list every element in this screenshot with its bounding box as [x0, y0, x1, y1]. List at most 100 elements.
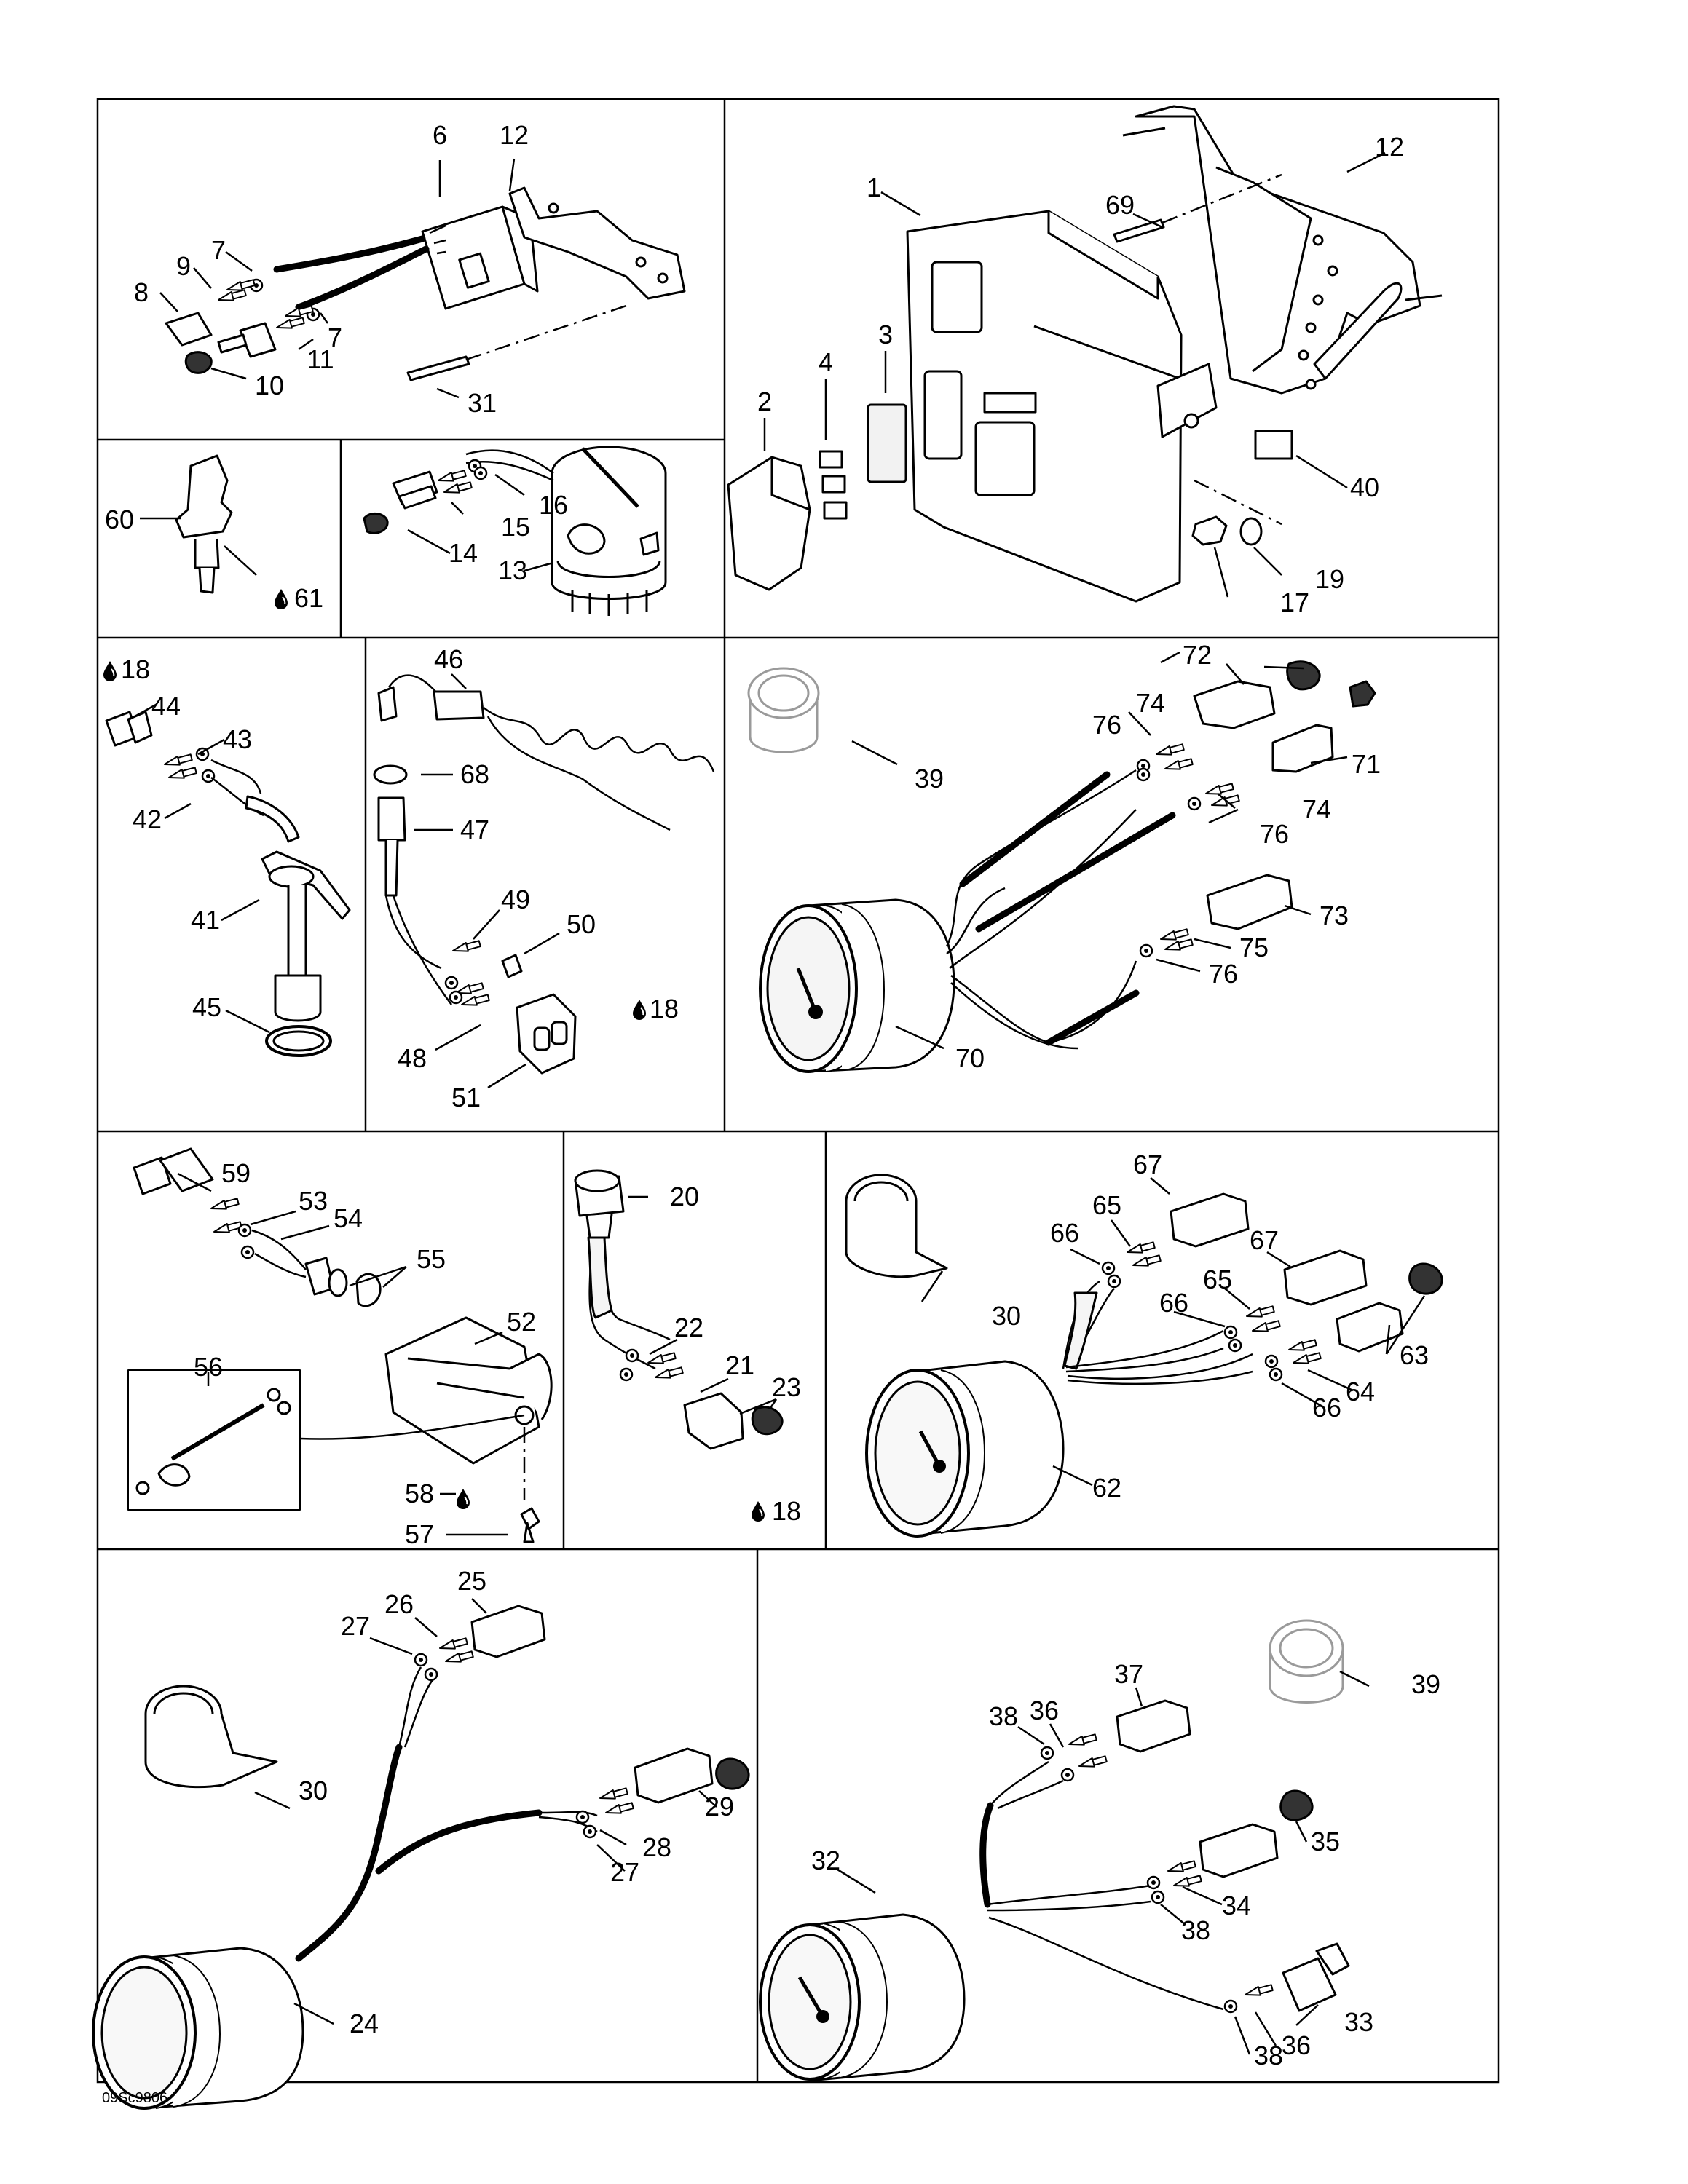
oil-drop-icon	[632, 999, 647, 1021]
callout-label: 7	[328, 323, 342, 352]
callout-label: 57	[405, 1519, 434, 1549]
callout-label: 49	[501, 885, 530, 914]
oil-drop-icon	[751, 1500, 765, 1522]
connector-71-drawing	[1271, 724, 1334, 773]
callout-label: 6	[433, 120, 447, 150]
callout-label: 27	[610, 1857, 639, 1887]
callout-label: 8	[134, 277, 149, 307]
callout-label: 32	[811, 1845, 840, 1875]
callout-label: 51	[451, 1083, 481, 1112]
panel-gauge-62	[845, 1174, 1443, 1538]
callout-label: 76	[1260, 819, 1289, 849]
callout-label: 10	[255, 371, 284, 400]
connector-37-drawing	[1116, 1699, 1191, 1753]
connector-67a-drawing	[1170, 1192, 1250, 1248]
callout-label: 23	[772, 1372, 801, 1402]
callout-label: 28	[642, 1832, 671, 1862]
callout-label: 52	[507, 1307, 536, 1337]
bracket-12-drawing	[508, 186, 686, 300]
callout-labels: 6 12 7 9 8 7 11 10 31 1 69 12 3 4 2 40 1…	[105, 120, 1440, 2070]
callout-label: 4	[819, 347, 833, 377]
callout-label: 66	[1159, 1288, 1188, 1318]
callout-label: 74	[1136, 688, 1165, 718]
oil-drop-icon	[456, 1488, 470, 1510]
callout-label: 46	[434, 644, 463, 674]
panel-gauge-32	[759, 1619, 1370, 2082]
panel-frames	[96, 98, 1500, 2084]
callout-label: 62	[1092, 1473, 1121, 1503]
connector-25-drawing	[470, 1605, 546, 1658]
callout-label: 73	[1320, 901, 1349, 930]
housing-8-drawing	[165, 312, 213, 347]
callout-label: 9	[176, 251, 191, 281]
callout-label: 50	[567, 909, 596, 939]
callout-label: 3	[878, 320, 893, 349]
callout-label: 70	[955, 1043, 985, 1073]
callout-label: 38	[989, 1701, 1018, 1731]
callout-label: 76	[1209, 959, 1238, 989]
panel-module-6	[159, 158, 686, 399]
rivet-69-drawing	[1113, 218, 1165, 243]
callout-label: 17	[1280, 587, 1309, 617]
callout-label: 39	[915, 764, 944, 794]
callout-label: 22	[674, 1313, 703, 1342]
callout-label: 34	[1222, 1891, 1251, 1920]
callout-label: 18	[650, 994, 679, 1024]
panel-sender-41	[105, 703, 351, 1057]
callout-label: 36	[1030, 1696, 1059, 1725]
connector-21-drawing	[683, 1392, 744, 1450]
panel-gauge-24	[92, 1598, 750, 2110]
callout-label: 20	[670, 1182, 699, 1211]
callout-label: 31	[468, 388, 497, 418]
callout-label: 66	[1312, 1393, 1341, 1423]
callout-label: 30	[299, 1776, 328, 1805]
callout-label: 25	[457, 1566, 486, 1596]
callout-label: 21	[725, 1350, 754, 1380]
callout-label: 16	[539, 490, 568, 520]
panel-switch-52	[127, 1147, 553, 1543]
callout-label: 64	[1346, 1377, 1375, 1406]
callout-label: 2	[757, 387, 772, 416]
callout-label: 39	[1411, 1669, 1440, 1699]
callout-label: 12	[1375, 132, 1404, 162]
fuse-4a-drawing	[819, 450, 843, 469]
callout-label: 61	[294, 583, 323, 613]
panel-gauge-70	[747, 651, 1376, 1073]
callout-label: 13	[498, 555, 527, 585]
callout-label: 72	[1183, 640, 1212, 670]
oil-drop-icon	[103, 660, 117, 682]
callout-label: 67	[1250, 1225, 1279, 1255]
relay-2-drawing	[727, 456, 811, 591]
callout-label: 33	[1344, 2007, 1373, 2037]
callout-label: 48	[398, 1043, 427, 1073]
callout-label: 19	[1315, 564, 1344, 594]
callout-label: 27	[341, 1611, 370, 1641]
callout-label: 38	[1254, 2041, 1283, 2070]
callout-label: 42	[133, 804, 162, 834]
callout-label: 58	[405, 1479, 434, 1508]
callout-label: 38	[1181, 1915, 1210, 1945]
callout-label: 71	[1352, 749, 1381, 779]
callout-label: 65	[1092, 1190, 1121, 1220]
callout-label: 74	[1302, 794, 1331, 824]
callout-label: 11	[307, 344, 334, 374]
callout-label: 18	[772, 1496, 801, 1526]
callout-label: 1	[867, 173, 881, 202]
panel-lanyard-46	[373, 673, 715, 1089]
nut-17-drawing	[1191, 515, 1228, 546]
callout-label: 41	[191, 905, 220, 935]
callout-label: 18	[121, 654, 150, 684]
callout-label: 75	[1239, 933, 1269, 962]
callout-label: 43	[223, 724, 252, 754]
callout-label: 29	[705, 1792, 734, 1821]
callout-label: 69	[1105, 190, 1135, 220]
callout-label: 37	[1114, 1659, 1143, 1689]
callout-label: 12	[500, 120, 529, 150]
figure-code: 09Sc9806	[102, 2090, 167, 2106]
callout-label: 15	[501, 512, 530, 542]
callout-label: 66	[1050, 1218, 1079, 1248]
panel-module-1	[727, 105, 1443, 603]
callout-label: 68	[460, 759, 489, 789]
callout-label: 55	[417, 1244, 446, 1274]
